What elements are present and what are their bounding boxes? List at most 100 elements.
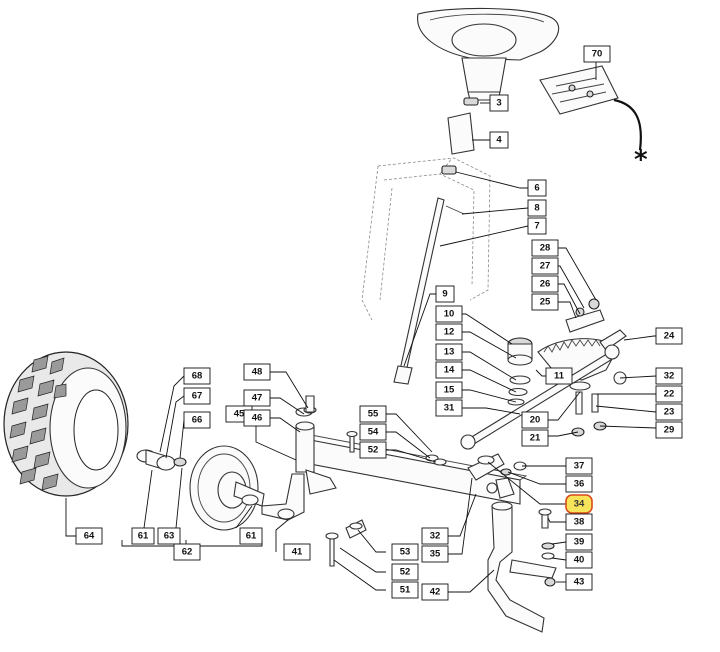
wheel-rim bbox=[189, 445, 265, 531]
callout-20[interactable]: 20 bbox=[521, 411, 549, 429]
callout-21[interactable]: 21 bbox=[521, 429, 549, 447]
axle-bolts bbox=[325, 430, 447, 567]
svg-text:23: 23 bbox=[664, 407, 675, 418]
callout-31[interactable]: 31 bbox=[435, 399, 463, 417]
left-spindle bbox=[261, 473, 305, 521]
svg-text:13: 13 bbox=[444, 347, 455, 358]
callout-13[interactable]: 13 bbox=[435, 343, 463, 361]
svg-text:32: 32 bbox=[664, 371, 675, 382]
callout-11[interactable]: 11 bbox=[545, 367, 573, 385]
svg-text:38: 38 bbox=[574, 517, 585, 528]
callout-9[interactable]: 9 bbox=[435, 285, 455, 303]
callout-23[interactable]: 23 bbox=[655, 403, 683, 421]
svg-text:52: 52 bbox=[368, 445, 379, 456]
callout-7[interactable]: 7 bbox=[527, 217, 547, 235]
callout-61[interactable]: 61 bbox=[131, 527, 155, 545]
callout-47[interactable]: 47 bbox=[243, 389, 271, 407]
svg-text:36: 36 bbox=[574, 479, 585, 490]
svg-text:29: 29 bbox=[664, 425, 675, 436]
svg-text:4: 4 bbox=[496, 135, 502, 146]
remark-asterisk: * bbox=[634, 145, 648, 175]
callout-46[interactable]: 46 bbox=[243, 409, 271, 427]
callout-53[interactable]: 53 bbox=[391, 543, 419, 561]
callout-29[interactable]: 29 bbox=[655, 421, 683, 439]
callout-43[interactable]: 43 bbox=[565, 573, 593, 591]
callout-35[interactable]: 35 bbox=[421, 545, 449, 563]
svg-text:61: 61 bbox=[246, 531, 257, 542]
svg-text:54: 54 bbox=[368, 427, 379, 438]
callout-6[interactable]: 6 bbox=[527, 179, 547, 197]
callout-28[interactable]: 28 bbox=[531, 239, 559, 257]
callout-27[interactable]: 27 bbox=[531, 257, 559, 275]
callout-42[interactable]: 42 bbox=[421, 583, 449, 601]
callout-40[interactable]: 40 bbox=[565, 551, 593, 569]
svg-text:27: 27 bbox=[540, 261, 551, 272]
callout-48[interactable]: 48 bbox=[243, 363, 271, 381]
callout-38[interactable]: 38 bbox=[565, 513, 593, 531]
svg-text:37: 37 bbox=[574, 461, 585, 472]
svg-text:61: 61 bbox=[138, 531, 149, 542]
callout-15[interactable]: 15 bbox=[435, 381, 463, 399]
callout-4[interactable]: 4 bbox=[489, 131, 509, 149]
callout-34-highlighted[interactable]: 34 bbox=[565, 494, 593, 514]
callout-25[interactable]: 25 bbox=[531, 293, 559, 311]
svg-text:15: 15 bbox=[444, 385, 455, 396]
callout-63[interactable]: 63 bbox=[157, 527, 181, 545]
tire bbox=[3, 351, 129, 497]
svg-text:66: 66 bbox=[192, 415, 203, 426]
svg-text:12: 12 bbox=[444, 327, 455, 338]
svg-text:6: 6 bbox=[534, 183, 539, 194]
callout-24[interactable]: 24 bbox=[655, 327, 683, 345]
callout-52[interactable]: 52 bbox=[359, 441, 387, 459]
svg-text:8: 8 bbox=[534, 203, 539, 214]
svg-text:39: 39 bbox=[574, 537, 585, 548]
callout-37[interactable]: 37 bbox=[565, 457, 593, 475]
callout-64[interactable]: 64 bbox=[75, 527, 103, 545]
callout-12[interactable]: 12 bbox=[435, 323, 463, 341]
svg-text:31: 31 bbox=[444, 403, 455, 414]
callout-41[interactable]: 41 bbox=[283, 543, 311, 561]
callout-54[interactable]: 54 bbox=[359, 423, 387, 441]
svg-text:68: 68 bbox=[192, 371, 203, 382]
callout-3[interactable]: 3 bbox=[489, 94, 509, 112]
steering-arm bbox=[509, 508, 557, 587]
callout-62[interactable]: 62 bbox=[173, 543, 201, 561]
svg-text:63: 63 bbox=[164, 531, 175, 542]
svg-text:64: 64 bbox=[84, 531, 95, 542]
svg-text:20: 20 bbox=[530, 415, 541, 426]
svg-text:67: 67 bbox=[192, 391, 203, 402]
right-spindle bbox=[486, 477, 545, 633]
callout-61b[interactable]: 61 bbox=[239, 527, 263, 545]
svg-text:3: 3 bbox=[496, 98, 501, 109]
callout-32[interactable]: 32 bbox=[655, 367, 683, 385]
svg-text:9: 9 bbox=[442, 289, 447, 300]
callout-51[interactable]: 51 bbox=[391, 581, 419, 599]
callout-14[interactable]: 14 bbox=[435, 361, 463, 379]
svg-text:25: 25 bbox=[540, 297, 551, 308]
callout-70[interactable]: 70 bbox=[583, 45, 611, 63]
callout-26[interactable]: 26 bbox=[531, 275, 559, 293]
steering-column bbox=[393, 165, 465, 385]
callout-22[interactable]: 22 bbox=[655, 385, 683, 403]
callout-10[interactable]: 10 bbox=[435, 305, 463, 323]
callout-67[interactable]: 67 bbox=[183, 387, 211, 405]
callout-68[interactable]: 68 bbox=[183, 367, 211, 385]
callout-36[interactable]: 36 bbox=[565, 475, 593, 493]
svg-text:43: 43 bbox=[574, 577, 585, 588]
hardware-kit bbox=[539, 65, 642, 151]
callout-55[interactable]: 55 bbox=[359, 405, 387, 423]
callout-66[interactable]: 66 bbox=[183, 411, 211, 429]
steering-sleeve bbox=[447, 97, 479, 155]
wheel-bushings bbox=[136, 449, 187, 471]
svg-text:11: 11 bbox=[554, 371, 565, 382]
callout-39[interactable]: 39 bbox=[565, 533, 593, 551]
callout-8[interactable]: 8 bbox=[527, 199, 547, 217]
svg-text:32: 32 bbox=[430, 531, 441, 542]
steering-wheel bbox=[417, 7, 560, 101]
callout-32[interactable]: 32 bbox=[421, 527, 449, 545]
svg-text:47: 47 bbox=[252, 393, 263, 404]
front-axle bbox=[279, 407, 528, 517]
callout-52b[interactable]: 52 bbox=[391, 563, 419, 581]
svg-text:45: 45 bbox=[234, 409, 245, 420]
svg-text:10: 10 bbox=[444, 309, 455, 320]
